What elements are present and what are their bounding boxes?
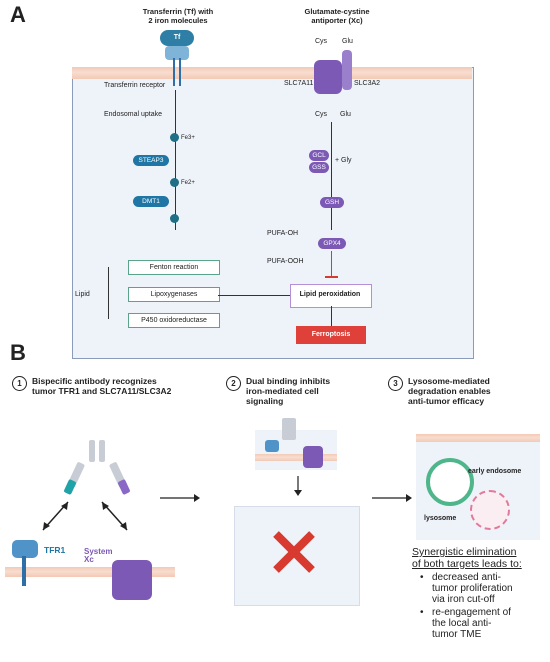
- gpx4-badge: GPX4: [318, 238, 346, 249]
- bullet-item: decreased anti- tumor proliferation via …: [432, 572, 513, 605]
- step1-number: 1: [12, 376, 27, 391]
- cys-extracellular-label: Cys: [315, 38, 328, 45]
- lipid-to-peroxidation-line: [218, 295, 290, 296]
- synergy-heading: Synergistic elimination of both targets …: [412, 546, 522, 570]
- glu-extracellular-label: Glu: [342, 38, 353, 45]
- gsh-badge: GSH: [320, 197, 344, 208]
- arrow-step2-to-step3: [372, 490, 412, 502]
- system-xc-icon: [112, 560, 152, 600]
- step2-number: 2: [226, 376, 241, 391]
- step3-title: Lysosome-mediated degradation enables an…: [408, 376, 491, 406]
- ferroptosis-box: [296, 326, 366, 344]
- early-endosome-icon: [426, 458, 474, 506]
- bullet-dot: •: [420, 572, 424, 583]
- ferroptosis-label: Ferroptosis: [311, 331, 351, 338]
- peroxidation-arrow-line: [331, 306, 332, 326]
- arrow-to-tfr1: [40, 500, 70, 532]
- lysosome-icon: [470, 490, 510, 530]
- transferrin-receptor-icon: [165, 46, 189, 60]
- gcl-badge: GCL: [309, 150, 329, 161]
- early-endosome-label: early endosome: [468, 468, 522, 475]
- p450-box: P450 oxidoreductase: [128, 313, 220, 328]
- transferrin-header: Transferrin (Tf) with 2 iron molecules: [142, 7, 214, 25]
- receptor-stalk-right: [179, 58, 181, 86]
- step2-membrane: [255, 454, 337, 461]
- pufa-ooh-label: PUFA-OOH: [267, 258, 304, 265]
- system-xc-label: System Xc: [84, 547, 113, 564]
- fe2-label: Fe2+: [181, 180, 195, 186]
- fe2-dot: [170, 178, 179, 187]
- transferrin-icon: [160, 30, 194, 46]
- bullet-dot: •: [420, 607, 424, 618]
- slc7a11-icon: [314, 60, 342, 94]
- bullet-item: re-engagement of the local anti- tumor T…: [432, 607, 511, 640]
- fe3-dot: [170, 133, 179, 142]
- receptor-stalk-left: [173, 58, 175, 86]
- step2-down-arrow: [294, 476, 302, 496]
- glu-intracellular-label: Glu: [340, 111, 351, 118]
- step2-xc-icon: [303, 446, 323, 468]
- gly-label: + Gly: [335, 157, 352, 164]
- step3-number: 3: [388, 376, 403, 391]
- arrow-to-system-xc: [100, 500, 130, 532]
- lipid-peroxidation-box: [290, 284, 372, 308]
- step3-membrane: [416, 434, 540, 442]
- step1-title: Bispecific antibody recognizes tumor TFR…: [32, 376, 172, 396]
- antiporter-header: Glutamate-cystine antiporter (Xc): [304, 7, 370, 25]
- bispecific-antibody-icon: [62, 440, 132, 500]
- cell-compartment: [72, 67, 474, 359]
- slc7a11-label: SLC7A11: [284, 80, 314, 87]
- gpx4-inhibition-bar: [325, 276, 338, 278]
- lipoxygenases-box: Lipoxygenases: [128, 287, 220, 302]
- step2-bound-antibody-icon: [282, 418, 296, 440]
- step2-tfr1-icon: [265, 440, 279, 452]
- tfr1-label: TFR1: [44, 545, 66, 555]
- slc3a2-label: SLC3A2: [354, 80, 381, 87]
- panel-a-letter: A: [10, 2, 26, 27]
- step1-membrane: [5, 567, 175, 577]
- iron-dot-3: [170, 214, 179, 223]
- lysosome-label: lysosome: [424, 515, 457, 522]
- pufa-oh-label: PUFA-OH: [267, 230, 299, 237]
- synergy-bullet-list: • decreased anti- tumor proliferation vi…: [420, 572, 548, 640]
- arrow-step1-to-step2: [160, 490, 200, 502]
- tf-label: Tf: [173, 34, 181, 41]
- panel-b-letter: B: [10, 340, 26, 365]
- gsh-pathway-line: [331, 122, 332, 230]
- tfr1-stalk: [22, 556, 26, 586]
- gpx4-inhibition-line: [331, 251, 332, 277]
- cys-intracellular-label: Cys: [315, 111, 328, 118]
- transferrin-receptor-label: Transferrin receptor: [104, 82, 166, 89]
- gss-badge: GSS: [309, 162, 329, 173]
- lipid-label: Lipid: [75, 291, 90, 298]
- cell-membrane: [72, 67, 472, 79]
- fe3-label: Fe3+: [181, 135, 195, 141]
- fenton-reaction-box: Fenton reaction: [128, 260, 220, 275]
- tfr1-receptor-icon: [12, 540, 38, 558]
- iron-pathway-line: [175, 90, 176, 230]
- inhibition-cross-icon: [272, 530, 316, 574]
- slc3a2-icon: [342, 50, 352, 90]
- step2-title: Dual binding inhibits iron-mediated cell…: [246, 376, 331, 406]
- lipid-peroxidation-label: Lipid peroxidation: [299, 291, 361, 298]
- dmt1-badge: DMT1: [133, 196, 169, 207]
- steap3-badge: STEAP3: [133, 155, 169, 166]
- endosomal-uptake-label: Endosomal uptake: [104, 111, 162, 118]
- lipid-branch-line: [108, 267, 109, 319]
